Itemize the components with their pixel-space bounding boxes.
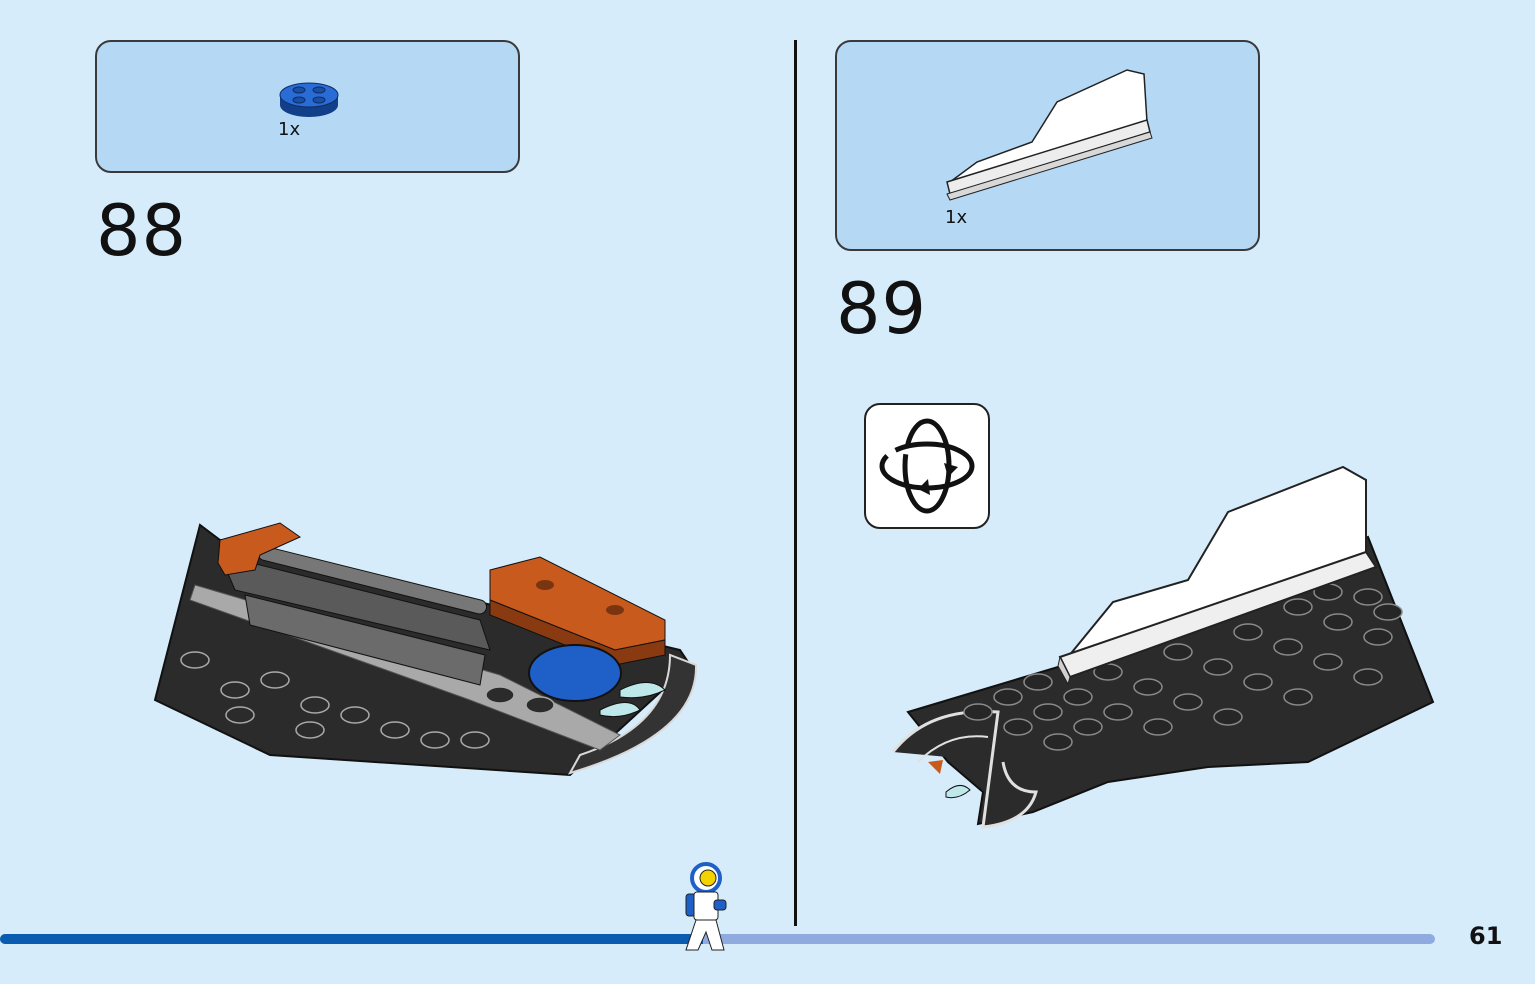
model-illustration-step-89 xyxy=(891,465,1435,829)
model-illustration-step-88 xyxy=(153,522,698,777)
parts-box-step-88 xyxy=(95,40,520,173)
part-quantity: 1x xyxy=(945,207,968,228)
parts-box-step-89 xyxy=(835,40,1260,251)
progress-bar-fill xyxy=(0,934,703,944)
page-number: 61 xyxy=(1469,922,1503,950)
blue-round-plate-icon xyxy=(279,82,339,117)
white-tail-fin-icon xyxy=(946,69,1153,201)
rotate-model-callout xyxy=(864,403,990,529)
step-number-88: 88 xyxy=(96,190,188,272)
column-divider xyxy=(794,40,797,926)
part-quantity: 1x xyxy=(278,119,301,140)
astronaut-minifig-icon xyxy=(685,862,727,951)
rotate-model-icon xyxy=(879,418,975,514)
step-number-89: 89 xyxy=(836,268,928,350)
